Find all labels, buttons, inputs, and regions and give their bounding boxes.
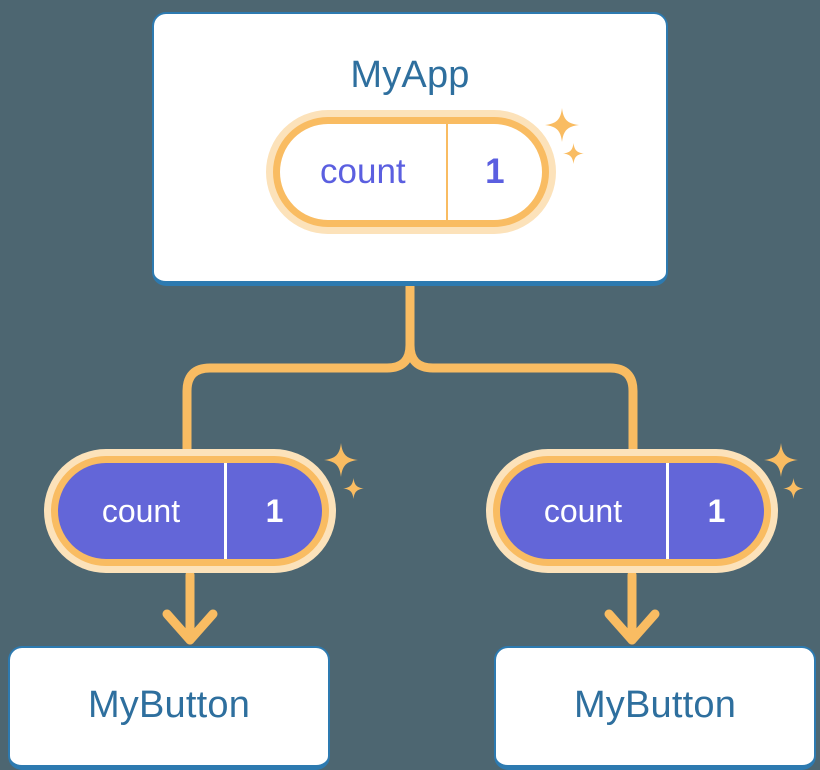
state-pill-value: 1 — [485, 152, 505, 191]
state-pill-key: count — [58, 463, 227, 559]
page-title: MyApp — [350, 54, 470, 96]
state-pill-body: count 1 — [273, 117, 549, 227]
mybutton-label: MyButton — [573, 684, 737, 726]
sparkle-icon — [324, 443, 358, 477]
state-pill-right-button[interactable]: count 1 — [486, 449, 778, 573]
state-pill-body: count 1 — [51, 456, 329, 566]
state-pill-value: 1 — [265, 492, 284, 529]
state-pill-key: count — [280, 124, 448, 220]
sparkle-icon — [764, 443, 798, 477]
state-pill-value: 1 — [707, 492, 726, 529]
arrow-right-pill-to-button — [604, 570, 660, 645]
state-pill-body: count 1 — [493, 456, 771, 566]
state-pill-key: count — [500, 463, 669, 559]
state-pill-myapp[interactable]: count 1 — [266, 110, 556, 234]
connector-root-to-branches — [182, 281, 638, 454]
mybutton-card-left[interactable]: MyButton — [8, 646, 330, 770]
mybutton-card-right[interactable]: MyButton — [494, 646, 816, 770]
state-pill-left-button[interactable]: count 1 — [44, 449, 336, 573]
sparkle-icon — [343, 478, 364, 499]
mybutton-label: MyButton — [87, 684, 251, 726]
arrow-left-pill-to-button — [162, 570, 218, 645]
sparkle-icon — [783, 478, 804, 499]
